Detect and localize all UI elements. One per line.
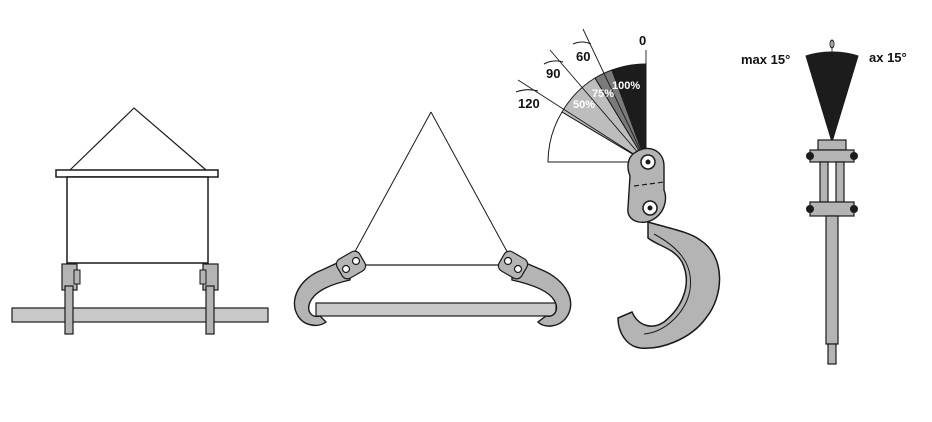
hook-pin-lower-center bbox=[647, 205, 653, 211]
angle-label-90: 90 bbox=[546, 66, 560, 81]
angle-label-0: 0 bbox=[639, 33, 646, 48]
swivel-upper-nut-left bbox=[806, 152, 814, 160]
figure-box-on-beam bbox=[11, 107, 269, 335]
load-label-100: 100% bbox=[612, 80, 640, 92]
left-pivot-plate bbox=[335, 250, 367, 280]
figure-hook-load-angles: 0 60 90 120 100% 75% 50% bbox=[515, 28, 721, 349]
swivel-upper-bolt bbox=[809, 149, 855, 163]
swivel-nut-right bbox=[850, 205, 858, 213]
load-label-75: 75% bbox=[592, 88, 614, 100]
arc-marker-120 bbox=[515, 89, 539, 93]
box-lid bbox=[55, 169, 219, 178]
arc-marker-90 bbox=[543, 60, 564, 65]
swivel-label-right: ax 15° bbox=[869, 50, 907, 65]
angle-label-120: 120 bbox=[518, 96, 540, 111]
swivel-shank-tip bbox=[827, 343, 837, 365]
guide-line-60 bbox=[582, 28, 647, 163]
hook-inner-contour bbox=[643, 233, 692, 335]
plate-bar bbox=[315, 302, 557, 317]
swivel-upper-nut-right bbox=[850, 152, 858, 160]
hook-pin-upper-center bbox=[645, 159, 651, 165]
figure-horizontal-plate-clamps bbox=[293, 111, 572, 327]
swivel-shank bbox=[825, 215, 839, 345]
swivel-lower-bolt bbox=[809, 201, 855, 217]
swivel-shackle-right bbox=[835, 161, 845, 203]
sling-roof bbox=[69, 107, 207, 171]
sling-left bbox=[351, 111, 432, 258]
guide-line-120 bbox=[517, 79, 647, 163]
swivel-sector-left bbox=[805, 51, 833, 143]
angle-label-60: 60 bbox=[576, 49, 590, 64]
right-pivot-plate bbox=[497, 250, 529, 280]
swivel-label-left: max 15° bbox=[741, 52, 790, 67]
load-label-50: 50% bbox=[573, 99, 595, 111]
beam-bar bbox=[11, 307, 269, 323]
swivel-shackle-left bbox=[819, 161, 829, 203]
sling-right bbox=[430, 111, 511, 258]
left-horizontal-clamp bbox=[293, 255, 351, 327]
right-vertical-clamp bbox=[199, 263, 219, 335]
swivel-nut-left bbox=[806, 205, 814, 213]
swivel-top-block bbox=[817, 139, 847, 151]
box-body bbox=[66, 176, 209, 264]
hook-body bbox=[617, 220, 721, 349]
arc-marker-60 bbox=[572, 41, 592, 45]
right-horizontal-clamp bbox=[511, 255, 572, 327]
swivel-top-ring bbox=[829, 39, 835, 49]
figure-swivel-angle: max 15° ax 15° bbox=[741, 39, 907, 365]
guide-line-90 bbox=[549, 49, 647, 163]
swivel-sector-right bbox=[831, 51, 859, 143]
hook-plate-dash bbox=[633, 181, 665, 187]
left-vertical-clamp bbox=[61, 263, 81, 335]
